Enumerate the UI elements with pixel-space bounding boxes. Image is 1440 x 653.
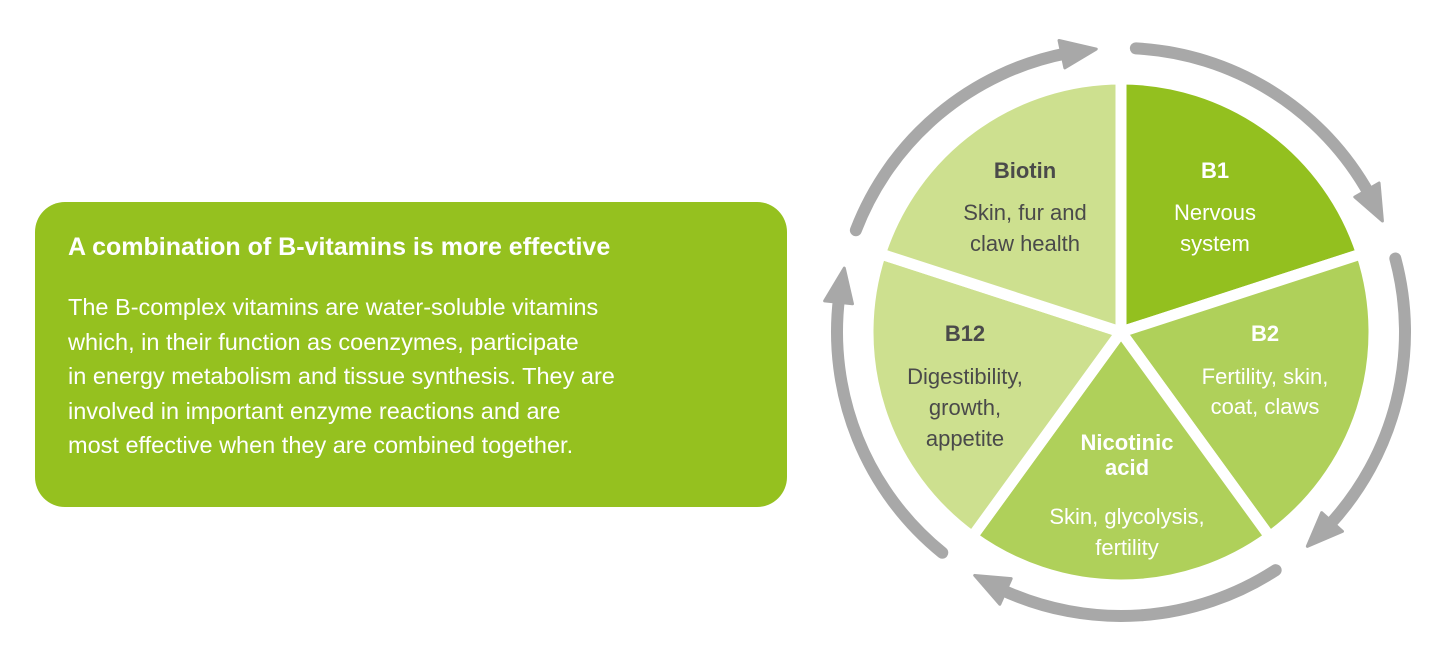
arrowhead-icon	[1305, 511, 1344, 548]
b2-text: Fertility, skin,	[1202, 364, 1329, 389]
slice-nicotinic-acid	[966, 326, 1276, 591]
b12-label: B12	[945, 321, 985, 346]
b2-text: coat, claws	[1211, 394, 1320, 419]
b12-text: appetite	[926, 426, 1004, 451]
biotin-text: Skin, fur and	[963, 200, 1087, 225]
info-box-title: A combination of B-vitamins is more effe…	[68, 233, 611, 261]
arrowhead-icon	[1353, 181, 1384, 223]
b1-text: Nervous	[1174, 200, 1256, 225]
info-box-body: The B-complex vitamins are water-soluble…	[68, 290, 754, 463]
biotin-text: claw health	[970, 231, 1080, 256]
b1-label: B1	[1201, 158, 1229, 183]
body-line: most effective when they are combined to…	[68, 432, 574, 458]
arrowhead-icon	[973, 573, 1013, 606]
slice-b12	[862, 248, 1127, 543]
cycle-arrow-1	[1129, 42, 1384, 223]
nicotinic-text: fertility	[1095, 535, 1159, 560]
b12-text: growth,	[929, 395, 1001, 420]
info-box: A combination of B-vitamins is more effe…	[35, 202, 787, 507]
body-line: in energy metabolism and tissue synthesi…	[68, 363, 615, 389]
cycle-arrow-2	[1305, 252, 1411, 548]
cycle-arrow-4	[823, 266, 949, 559]
slice-biotin	[874, 73, 1127, 338]
b1-text: system	[1180, 231, 1250, 256]
nicotinic-label: acid	[1105, 455, 1149, 480]
arrowhead-icon	[823, 266, 854, 306]
cycle-arrow-5	[849, 39, 1098, 237]
cycle-arrow-3	[973, 564, 1282, 622]
slice-b2	[1115, 248, 1380, 543]
biotin-label: Biotin	[994, 158, 1056, 183]
body-line: which, in their function as coenzymes, p…	[68, 328, 579, 355]
b12-text: Digestibility,	[907, 364, 1023, 389]
body-line: The B-complex vitamins are water-soluble…	[68, 294, 599, 320]
body-line: involved in important enzyme reactions a…	[68, 397, 561, 424]
nicotinic-label: Nicotinic	[1081, 430, 1174, 455]
b2-label: B2	[1251, 321, 1279, 346]
arrowhead-icon	[1057, 39, 1098, 70]
nicotinic-text: Skin, glycolysis,	[1049, 504, 1204, 529]
